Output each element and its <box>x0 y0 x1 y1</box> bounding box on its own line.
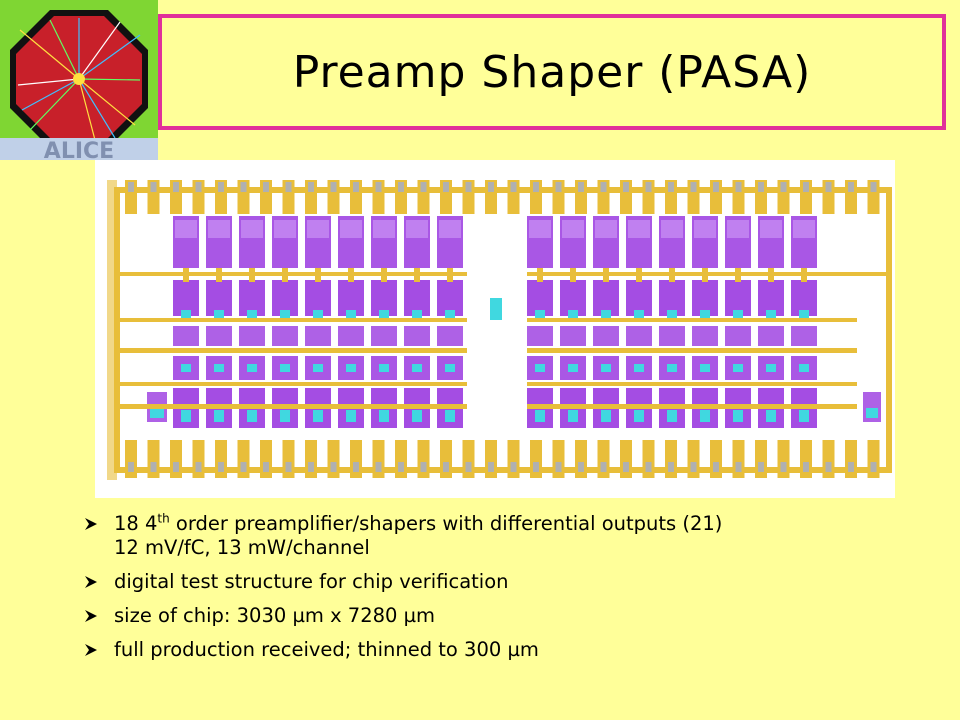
bullet-text: size of chip: 3030 µm x 7280 µm <box>114 604 436 627</box>
chip-layout-image <box>95 160 895 498</box>
slide-title: Preamp Shaper (PASA) <box>292 46 812 98</box>
arrow-bullet-icon <box>85 518 97 530</box>
arrow-bullet-icon <box>85 576 97 588</box>
title-box: Preamp Shaper (PASA) <box>158 14 946 130</box>
bullet-item: 18 4th order preamplifier/shapers with d… <box>82 512 942 560</box>
bullet-item: full production received; thinned to 300… <box>82 638 942 662</box>
arrow-bullet-icon <box>85 644 97 656</box>
bullet-text: digital test structure for chip verifica… <box>114 570 509 593</box>
bullet-text-line2: 12 mV/fC, 13 mW/channel <box>114 536 370 559</box>
bullet-text-pre: 18 4 <box>114 512 158 535</box>
alice-logo-icon: ALICE <box>0 0 158 160</box>
bullet-text: full production received; thinned to 300… <box>114 638 539 661</box>
arrow-bullet-icon <box>85 610 97 622</box>
bullet-item: size of chip: 3030 µm x 7280 µm <box>82 604 942 628</box>
bullet-text-post: order preamplifier/shapers with differen… <box>169 512 723 535</box>
bullet-text-sup: th <box>157 511 170 526</box>
bullet-list: 18 4th order preamplifier/shapers with d… <box>82 512 942 672</box>
logo-text: ALICE <box>44 139 114 160</box>
bullet-item: digital test structure for chip verifica… <box>82 570 942 594</box>
